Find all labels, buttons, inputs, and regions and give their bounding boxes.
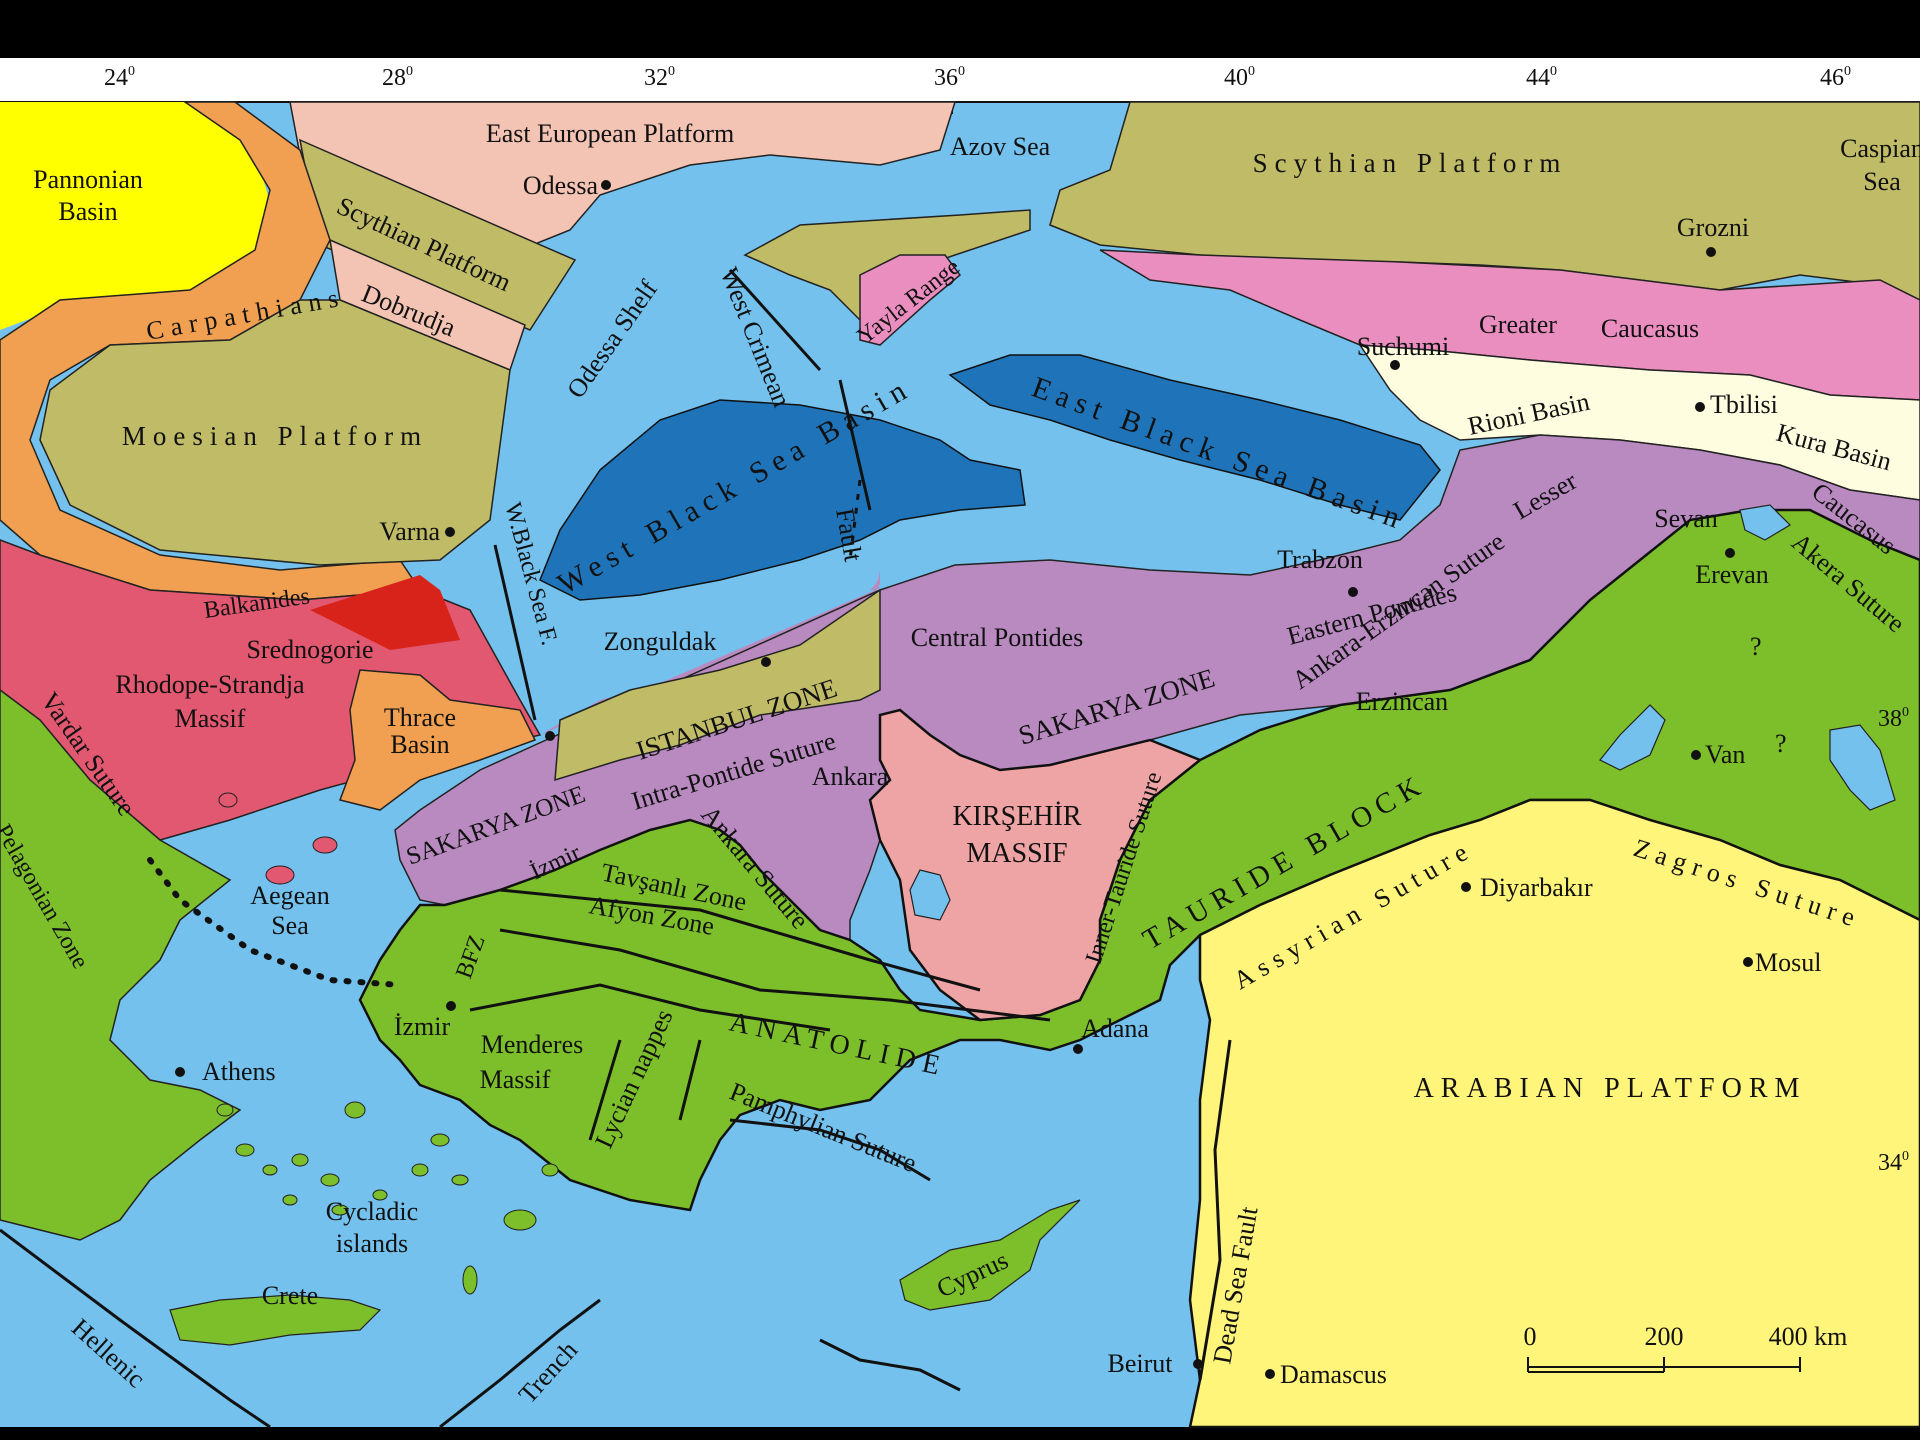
label-question-2: ?: [1775, 729, 1787, 758]
degree-symbol: 0: [668, 64, 675, 79]
kirsehir-lake: [909, 869, 951, 921]
crete-island: [169, 1294, 382, 1346]
city-athens: Athens: [202, 1057, 276, 1086]
lake-sevan: [1739, 504, 1791, 541]
label-aegean-1: Aegean: [250, 881, 329, 910]
label-thrace-1: Thrace: [384, 703, 456, 732]
degree-symbol: 0: [128, 64, 135, 79]
city-varna: Varna: [379, 517, 440, 546]
label-greater-2: Caucasus: [1601, 314, 1699, 343]
city-beirut: Beirut: [1108, 1349, 1174, 1378]
degree-symbol: 0: [1902, 705, 1909, 720]
yayla-range: [859, 254, 962, 346]
city-izmir: İzmir: [394, 1012, 451, 1041]
label-crete: Crete: [262, 1281, 318, 1310]
label-thrace-2: Basin: [390, 730, 449, 759]
latitude-labels: 380 340: [1878, 705, 1909, 1176]
label-srednogorie: Srednogorie: [246, 635, 373, 664]
city-sevan: Sevan: [1654, 504, 1718, 533]
cycladic-islands: [216, 1101, 559, 1295]
scale-labels: 0 200 400 km: [1524, 1322, 1848, 1351]
east-black-sea-basin: [948, 354, 1441, 521]
scale-0: 0: [1524, 1322, 1537, 1351]
label-caspian-1: Caspian: [1840, 134, 1920, 163]
srednogorie-zone: [310, 575, 460, 650]
label-rhodope-2: Massif: [175, 704, 246, 733]
label-scythian-east: Scythian Platform: [1253, 148, 1568, 178]
label-kirsehir-2: MASSIF: [966, 838, 1067, 869]
thrace-basin: [339, 669, 537, 811]
label-azov: Azov Sea: [950, 132, 1051, 161]
label-pannonian-1: Pannonian: [33, 165, 143, 194]
city-trabzon: Trabzon: [1277, 545, 1363, 574]
scale-200: 200: [1645, 1322, 1684, 1351]
label-aegean-2: Sea: [271, 911, 309, 940]
label-arabian-platform: ARABIAN PLATFORM: [1414, 1073, 1807, 1104]
city-erevan: Erevan: [1695, 560, 1769, 589]
label-question-1: ?: [1750, 632, 1762, 661]
city-damascus: Damascus: [1280, 1360, 1387, 1389]
longitude-strip: [0, 58, 1920, 102]
city-dots: [175, 180, 1753, 1379]
city-labels: Odessa Grozni Suchumi Tbilisi Sevan Erev…: [202, 171, 1821, 1389]
aegean-red-islands: [218, 792, 338, 885]
label-menderes-1: Menderes: [481, 1030, 584, 1059]
city-van: Van: [1705, 740, 1745, 769]
degree-symbol: 0: [1844, 64, 1851, 79]
pannonian-basin: [0, 102, 275, 330]
city-zonguldak: Zonguldak: [604, 627, 717, 656]
label-rhodope-1: Rhodope-Strandja: [115, 670, 305, 699]
scale-400: 400 km: [1769, 1322, 1848, 1351]
scale-bar: [1527, 1357, 1801, 1373]
degree-symbol: 0: [1550, 64, 1557, 79]
label-kirsehir-1: KIRŞEHİR: [952, 801, 1081, 832]
label-greater-1: Greater: [1479, 310, 1557, 339]
label-east-european: East European Platform: [486, 119, 734, 148]
degree-symbol: 0: [958, 64, 965, 79]
fault-lines: [0, 268, 1232, 1429]
city-adana: Adana: [1081, 1014, 1149, 1043]
lake-urmia: [1829, 724, 1896, 811]
label-caspian-2: Sea: [1863, 167, 1901, 196]
bottom-black-bar: [0, 1427, 1920, 1440]
west-black-sea-basin: [539, 399, 1026, 601]
city-mosul: Mosul: [1755, 948, 1821, 977]
istanbul-zone: [554, 588, 881, 782]
city-grozni: Grozni: [1677, 213, 1749, 242]
city-suchumi: Suchumi: [1357, 332, 1449, 361]
arabian-platform: [1188, 798, 1920, 1429]
moesian-platform: [39, 299, 511, 566]
label-pannonian-2: Basin: [58, 197, 117, 226]
cyprus-island: [899, 1199, 1081, 1311]
label-moesian: Moesian Platform: [122, 421, 428, 451]
label-menderes-2: Massif: [480, 1065, 551, 1094]
degree-symbol: 0: [406, 64, 413, 79]
city-erzincan: Erzincan: [1356, 687, 1448, 716]
city-tbilisi: Tbilisi: [1710, 390, 1778, 419]
city-diyarbakir: Diyarbakır: [1480, 873, 1593, 902]
top-black-bar: [0, 0, 1920, 58]
city-ankara: Ankara: [812, 762, 889, 791]
lake-van: [1599, 704, 1666, 771]
greece-mainland: [0, 689, 242, 1241]
label-central-pontides: Central Pontides: [911, 623, 1084, 652]
degree-symbol: 0: [1248, 64, 1255, 79]
label-cycladic-2: islands: [336, 1229, 408, 1258]
kirsehir-massif: [868, 708, 1203, 1022]
degree-symbol: 0: [1902, 1149, 1909, 1164]
city-odessa: Odessa: [523, 171, 599, 200]
label-cycladic-1: Cycladic: [326, 1197, 418, 1226]
